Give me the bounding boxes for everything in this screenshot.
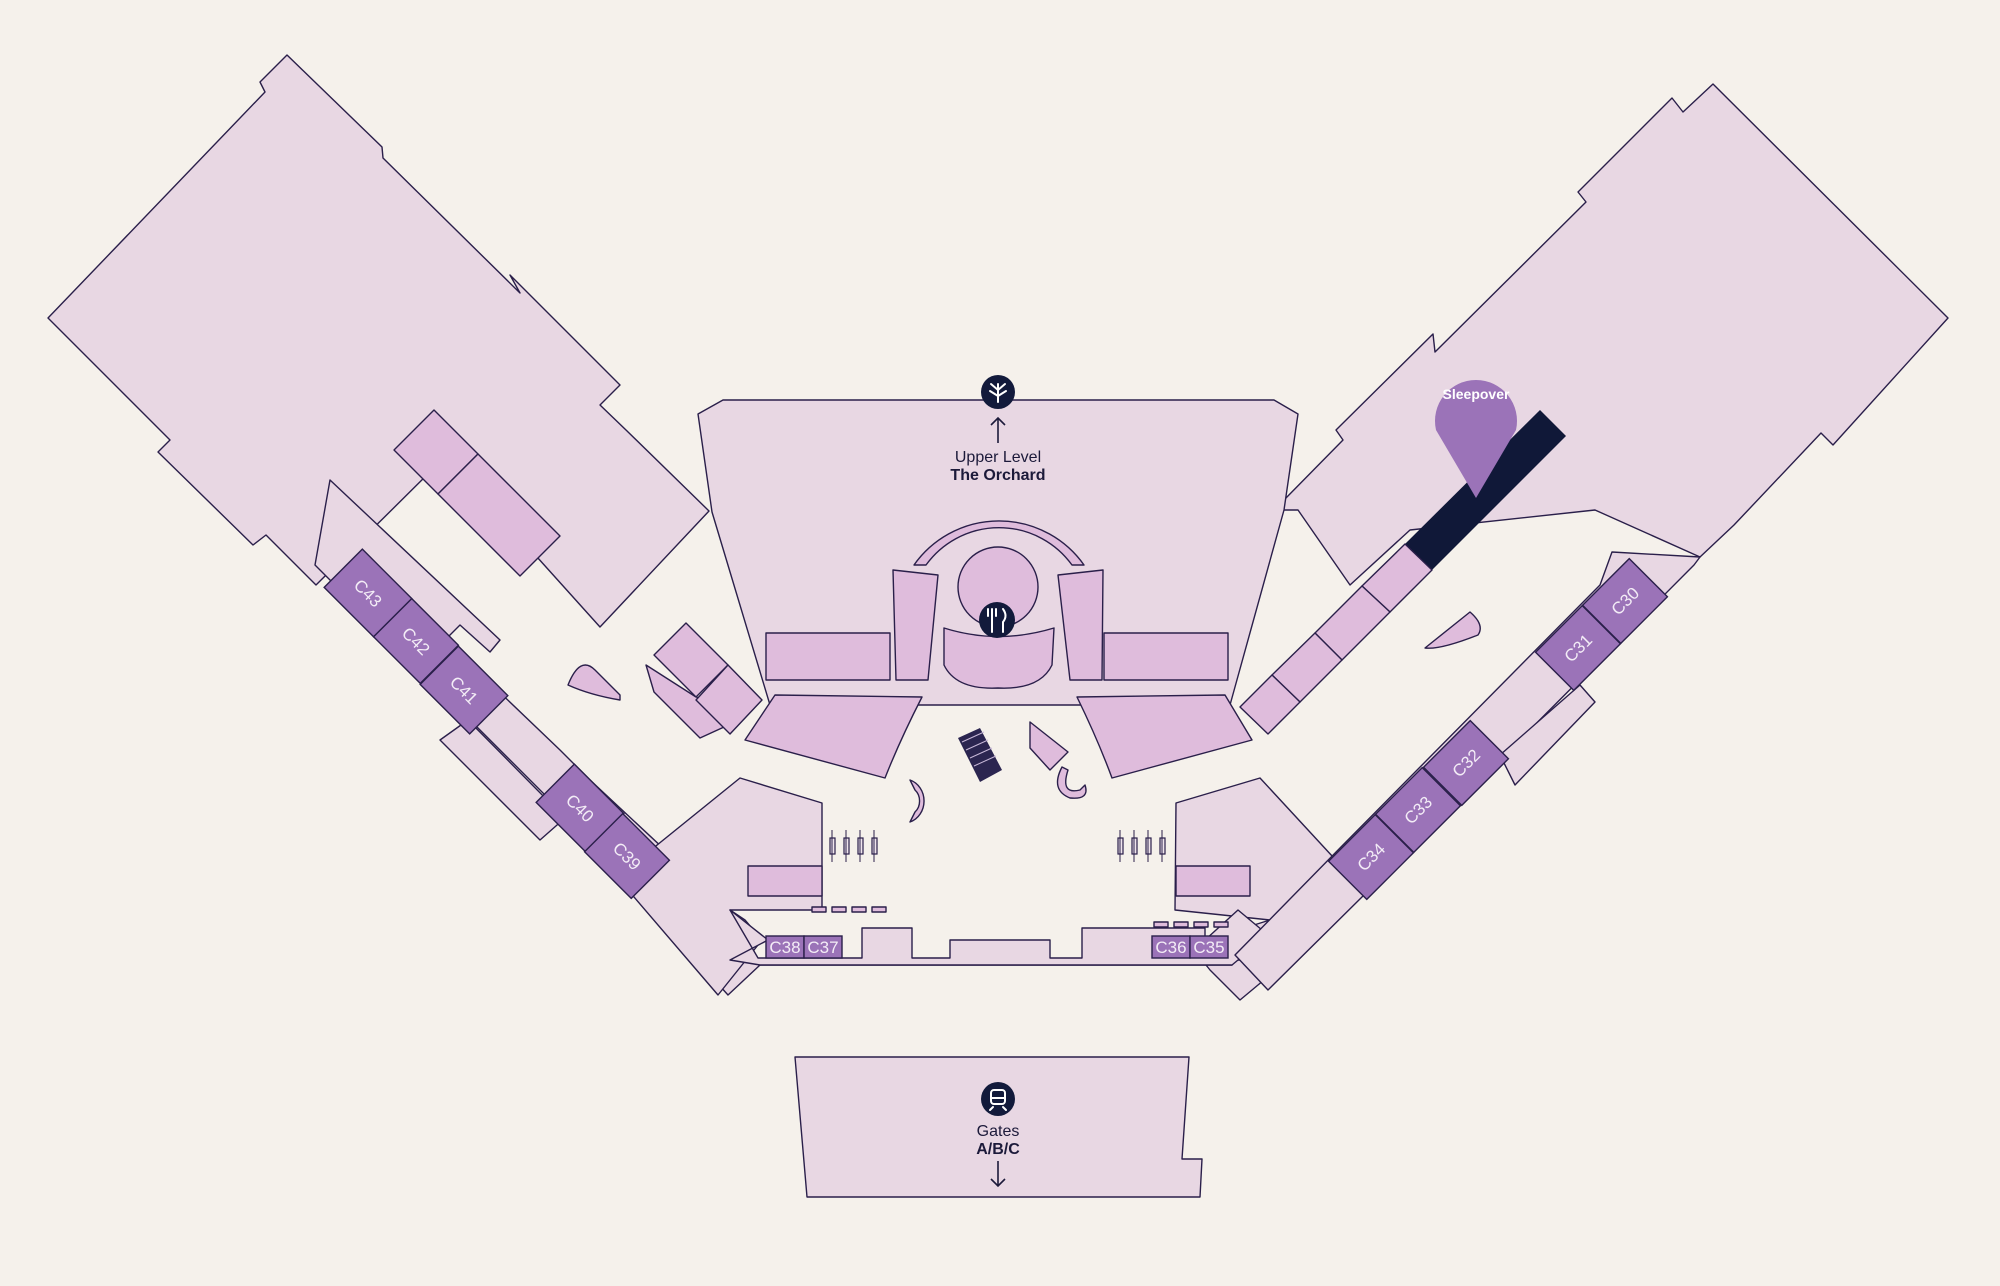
central-right-block	[1103, 632, 1229, 681]
down-arrow-head	[990, 1178, 1006, 1188]
gate-C35[interactable]: C35	[1189, 935, 1229, 959]
shop-left-2	[437, 453, 561, 577]
right-wing-kiosk	[1424, 611, 1481, 649]
south-right-counter	[1175, 865, 1251, 897]
south-left-counter	[747, 865, 823, 897]
central-small-kiosk	[1029, 721, 1069, 771]
left-posts	[829, 830, 878, 862]
gate-C40[interactable]: C40	[535, 763, 625, 853]
svg-text:C37: C37	[807, 938, 838, 957]
left-benches	[811, 906, 887, 913]
gate-C33[interactable]: C33	[1374, 766, 1462, 854]
shop-right-4	[1239, 674, 1301, 735]
svg-text:C38: C38	[769, 938, 800, 957]
gate-C34[interactable]: C34	[1327, 813, 1415, 901]
sleepover-highlighted-unit[interactable]	[1405, 410, 1566, 570]
location-pin-icon	[1435, 380, 1517, 498]
central-left-wedge	[744, 694, 923, 779]
gates-abc-label: A/B/C	[976, 1141, 1020, 1158]
the-orchard-label: The Orchard	[950, 467, 1045, 484]
right-benches	[1153, 921, 1229, 928]
gate-C39[interactable]: C39	[583, 812, 671, 900]
right-curved-seat	[1056, 766, 1087, 799]
right-wing-building	[1279, 83, 1949, 586]
gates-abc-area	[794, 1056, 1203, 1198]
gate-C32[interactable]: C32	[1422, 719, 1510, 807]
fork-knife-icon	[979, 602, 1015, 638]
central-arch	[913, 520, 1085, 566]
tree-icon-glyph	[989, 383, 1007, 403]
gate-C38[interactable]: C38	[765, 935, 805, 959]
upper-level-link[interactable]: Upper Level The Orchard	[950, 375, 1046, 484]
gate-C37[interactable]: C37	[803, 935, 843, 959]
south-corridor	[729, 909, 1269, 966]
gate-C30[interactable]: C30	[1581, 557, 1669, 645]
central-left-block	[765, 632, 891, 681]
gate-C36[interactable]: C36	[1151, 935, 1191, 959]
sleepover-location-pin[interactable]: Sleepover	[1435, 380, 1517, 498]
left-wing-kiosk	[567, 664, 621, 701]
central-right-wedge	[1076, 694, 1253, 779]
up-arrow-head	[990, 416, 1006, 426]
gates-abc-link[interactable]: Gates A/B/C	[976, 1082, 1020, 1188]
svg-text:C35: C35	[1193, 938, 1224, 957]
central-left-column	[892, 569, 939, 681]
right-annex	[1499, 684, 1596, 786]
sleepover-pin-label: Sleepover	[1443, 386, 1510, 402]
upper-level-label: Upper Level	[955, 449, 1041, 466]
left-curved-seat	[909, 779, 925, 823]
gates-label: Gates	[977, 1123, 1020, 1140]
gate-C41[interactable]: C41	[419, 645, 509, 735]
gate-C31[interactable]: C31	[1534, 604, 1622, 692]
dining-marker[interactable]	[979, 602, 1015, 638]
shop-left-5	[695, 664, 763, 735]
gate-C43[interactable]: C43	[323, 548, 413, 638]
escalator	[958, 728, 1002, 782]
central-right-column	[1057, 569, 1104, 681]
gate-C42[interactable]: C42	[372, 597, 460, 685]
svg-text:C36: C36	[1155, 938, 1186, 957]
right-posts	[1117, 830, 1166, 862]
